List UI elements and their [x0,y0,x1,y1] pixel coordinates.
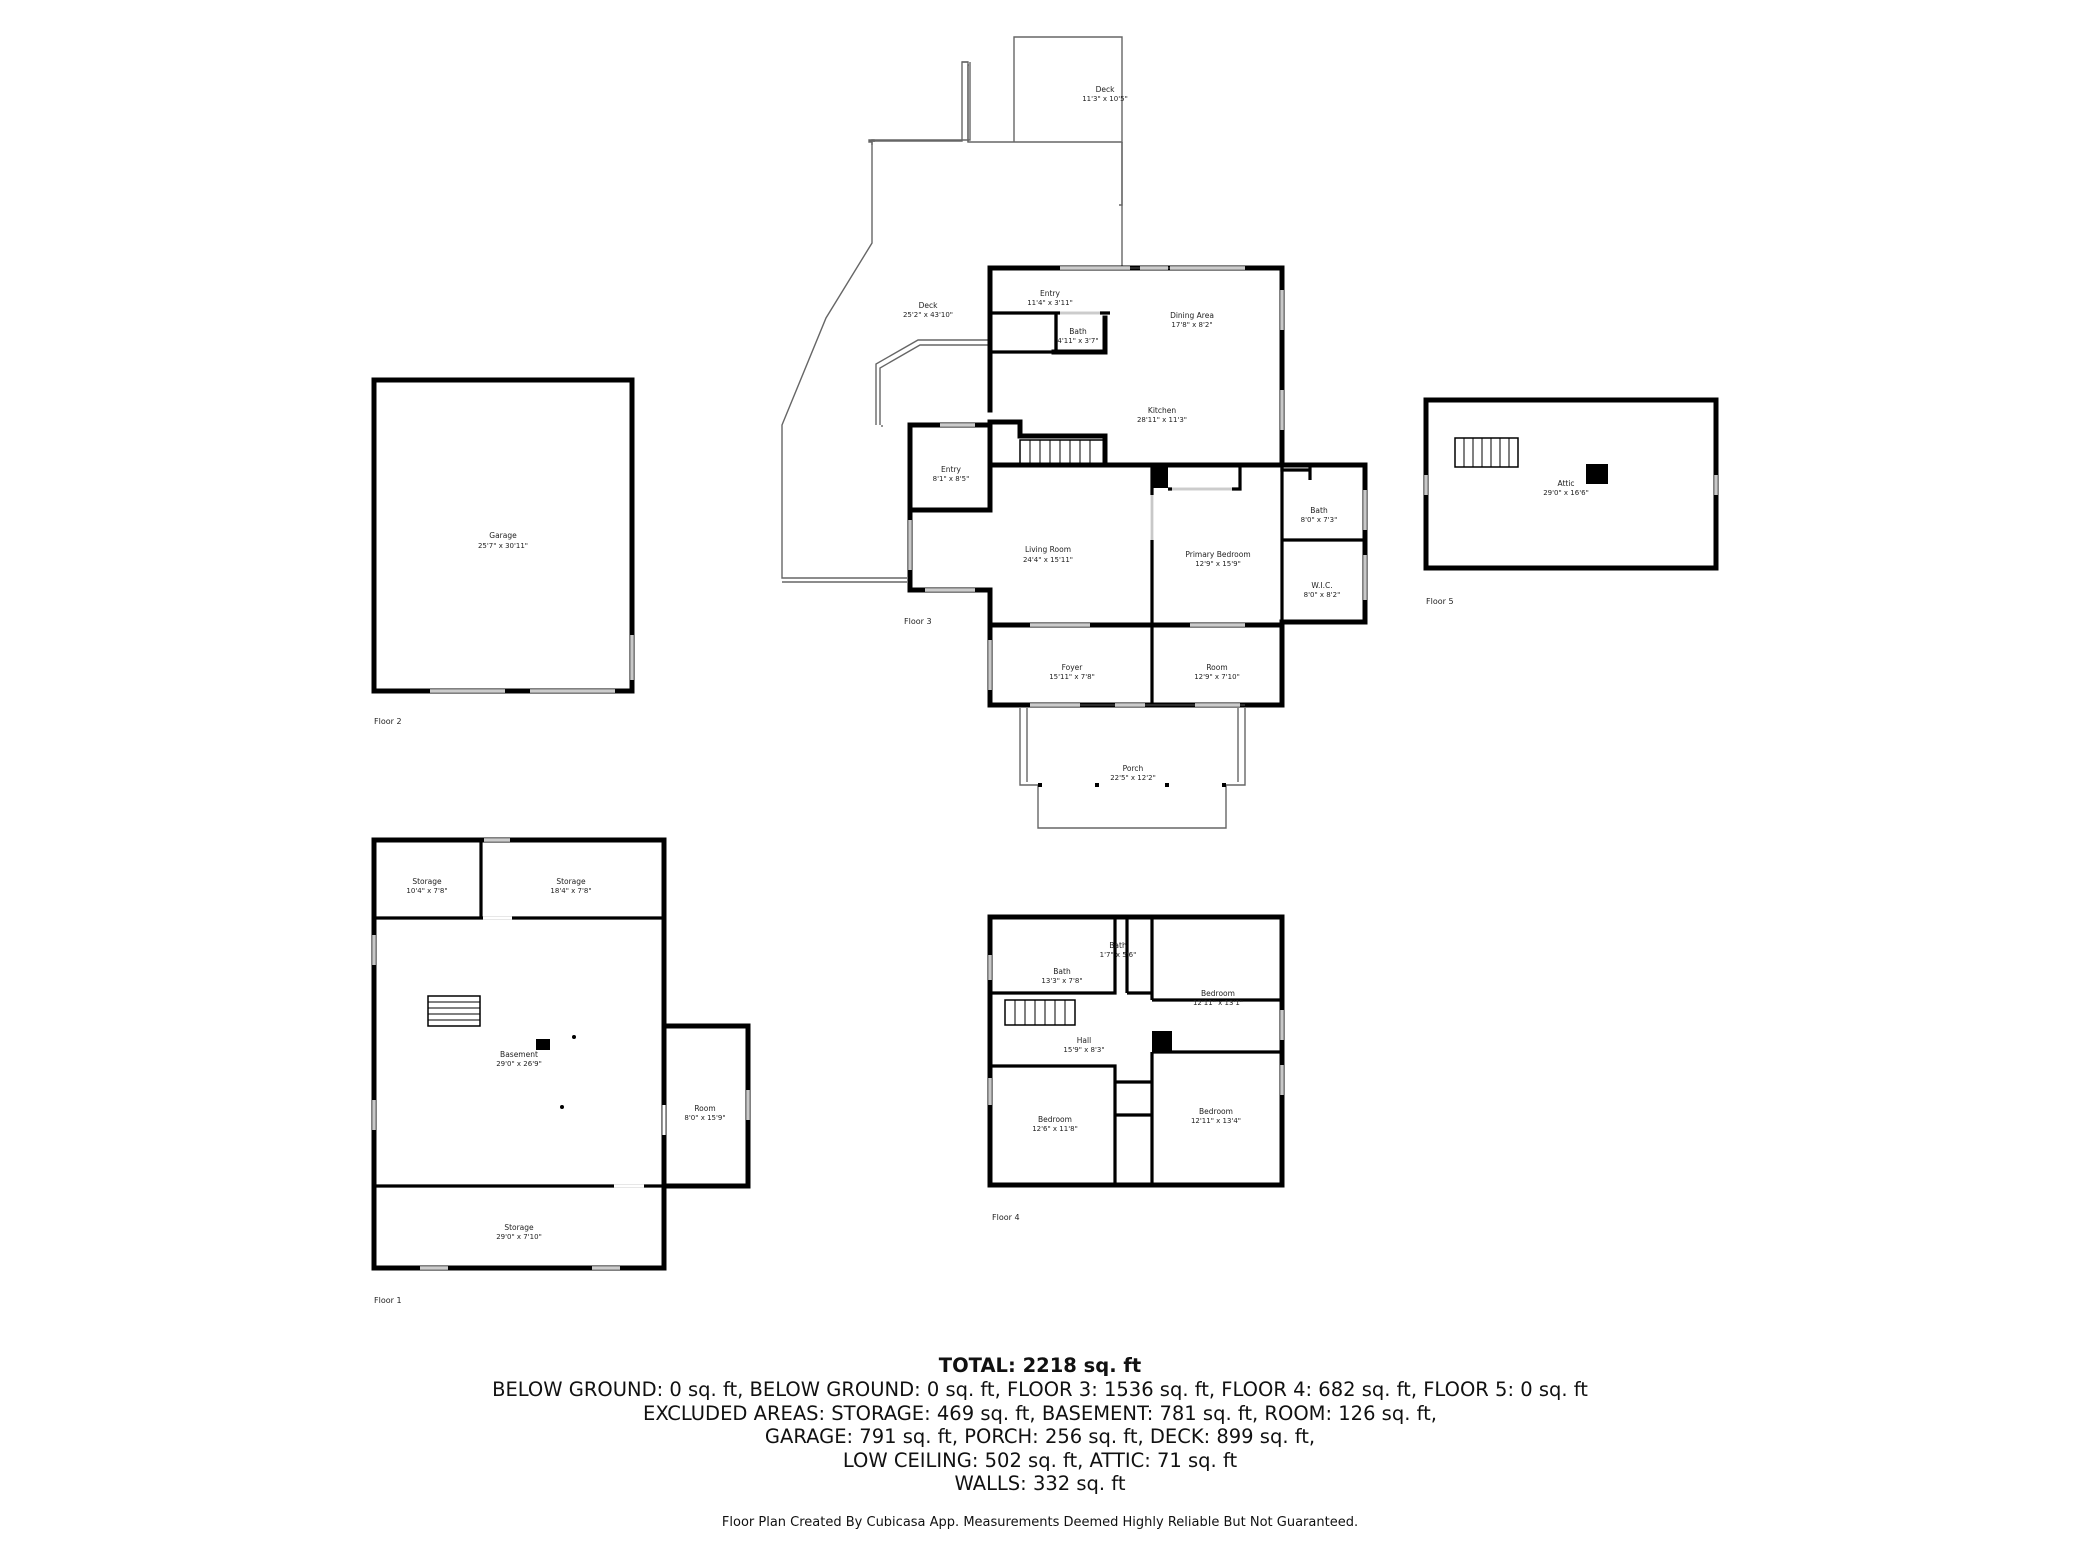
room-name: Dining Area [1170,311,1214,320]
room-dims: 11'3" x 10'5" [1082,95,1128,103]
room-name: Room [1206,663,1227,672]
room-name: Bedroom [1038,1115,1072,1124]
room-dims: 17'8" x 8'2" [1171,321,1212,329]
room-dims: 13'3" x 7'8" [1041,977,1082,985]
room-dims: 15'9" x 8'3" [1063,1046,1104,1054]
room-name: Living Room [1025,545,1071,554]
room-name: Bedroom [1199,1107,1233,1116]
room-dims: 25'7" x 30'11" [478,542,528,550]
room-dims: 15'11" x 7'8" [1049,673,1095,681]
room-name: Bath [1053,967,1071,976]
room-dims: 11'4" x 3'11" [1027,299,1073,307]
chimney-icon [536,1039,550,1050]
room-name: Basement [500,1050,538,1059]
room-dims: 28'11" x 11'3" [1137,416,1187,424]
room-dims: 8'0" x 7'3" [1301,516,1338,524]
room-name: Entry [1040,289,1061,298]
floor-label: Floor 4 [992,1213,1020,1222]
chimney-icon [1586,464,1608,484]
floor-label: Floor 2 [374,717,402,726]
room-name: Entry [941,465,962,474]
floor-label: Floor 5 [1426,597,1454,606]
chimney-icon [1152,466,1168,488]
room-name: Bath [1109,941,1127,950]
room-dims: 8'1" x 8'5" [933,475,970,483]
floor-label: Floor 3 [904,617,932,626]
floor-1: Storage 10'4" x 7'8" Storage 18'4" x 7'8… [371,837,751,1305]
room-name: Storage [504,1223,534,1232]
room-dims: 25'2" x 43'10" [903,311,953,319]
room-dims: 1'7" x 5'6" [1100,951,1137,959]
room-name: Room [694,1104,715,1113]
room-dims: 12'9" x 7'10" [1194,673,1240,681]
floor-2: Garage 25'7" x 30'11" Floor 2 [371,377,635,726]
room-name: Attic [1557,479,1574,488]
room-dims: 10'4" x 7'8" [406,887,447,895]
room-dims: 12'6" x 11'8" [1032,1125,1078,1133]
room-name: Deck [1096,85,1116,94]
chimney-icon [1152,1031,1172,1052]
room-dims: 12'11" x 13'4" [1191,1117,1241,1125]
room-name: Porch [1123,764,1144,773]
room-name: Primary Bedroom [1185,550,1250,559]
room-dims: 24'4" x 15'11" [1023,556,1073,564]
stairs-icon [1019,439,1106,466]
room-dims: 29'0" x 16'6" [1543,489,1589,497]
room-name: Deck [919,301,939,310]
floor-label: Floor 1 [374,1296,402,1305]
room-name: Garage [489,531,517,540]
room-name: Hall [1077,1036,1091,1045]
room-dims: 8'0" x 8'2" [1304,591,1341,599]
summary-line: LOW CEILING: 502 sq. ft, ATTIC: 71 sq. f… [842,1448,1238,1472]
room-dims: 12'9" x 15'9" [1195,560,1241,568]
room-dims: 8'0" x 15'9" [684,1114,725,1122]
room-dims: 18'4" x 7'8" [550,887,591,895]
room-name: Storage [412,877,442,886]
room-dims: 22'5" x 12'2" [1110,774,1156,782]
room-dims: 4'11" x 3'7" [1057,337,1098,345]
room-name: Bedroom [1201,989,1235,998]
room-dims: 29'0" x 7'10" [496,1233,542,1241]
room-name: W.I.C. [1311,581,1332,590]
disclaimer: Floor Plan Created By Cubicasa App. Meas… [721,1515,1359,1530]
stairs-icon [1004,999,1076,1026]
room-dims: 12'11" x 13'1" [1193,999,1243,1007]
room-name: Storage [556,877,586,886]
stairs-icon [1454,437,1519,468]
area-summary: TOTAL: 2218 sq. ft BELOW GROUND: 0 sq. f… [0,1354,2080,1496]
summary-line: GARAGE: 791 sq. ft, PORCH: 256 sq. ft, D… [764,1425,1316,1448]
floor-3: Deck 11'3" x 10'5" Deck 25'2" x 43'10" E… [781,36,1368,829]
floor-5: Attic 29'0" x 16'6" Floor 5 [1423,397,1719,606]
room-name: Foyer [1062,663,1084,672]
room-name: Bath [1069,327,1087,336]
room-name: Bath [1310,506,1328,515]
floor-4: Bath 13'3" x 7'8" Bath 1'7" x 5'6" Bedro… [987,914,1285,1222]
total-area: TOTAL: 2218 sq. ft [938,1354,1142,1377]
stairs-icon [427,995,481,1027]
room-dims: 29'0" x 26'9" [496,1060,542,1068]
summary-line: BELOW GROUND: 0 sq. ft, BELOW GROUND: 0 … [492,1378,1588,1401]
summary-line: EXCLUDED AREAS: STORAGE: 469 sq. ft, BAS… [643,1401,1437,1425]
summary-line: WALLS: 332 sq. ft [954,1472,1126,1495]
room-name: Kitchen [1148,406,1176,415]
